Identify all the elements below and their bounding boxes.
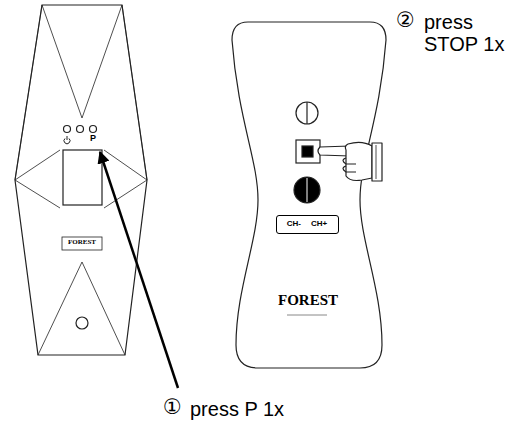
receiver-housing [15,5,147,355]
program-button [90,126,97,133]
hand-palm [345,142,372,180]
facet-line [38,262,125,355]
open-button-mark [306,102,307,124]
logo-plate [62,237,102,250]
hand-cuff-line [376,145,377,179]
instruction-text: press STOP 1x [424,11,514,55]
power-symbol [67,136,68,140]
stop-button [296,140,320,163]
hand-fingers [343,158,356,172]
led [77,126,84,133]
open-button [296,102,318,124]
callout-number: ② [396,9,415,32]
channel-label: CH- [287,220,301,229]
brand-logo: FOREST [278,292,338,309]
close-button [294,177,320,203]
button-letter: P [90,134,96,144]
receiver-window [63,150,102,205]
led [64,126,71,133]
screw-hole [76,317,88,329]
logo-subline [287,315,327,316]
hand-cuff [372,143,382,181]
receiver-unit [15,5,147,355]
callout-arrow [100,152,178,388]
channel-button: CH- CH+ [276,215,339,234]
callout-number: ① [163,396,182,419]
brand-logo: FOREST [68,239,96,247]
facet-line [15,150,147,208]
channel-label: CH+ [311,220,327,229]
instruction-text: press P 1x [190,398,284,420]
stop-button-mark [302,146,313,157]
pointing-hand [318,142,382,181]
remote-control [232,22,386,368]
remote-housing [232,22,386,368]
facet-line [42,5,122,118]
close-button-mark [307,178,308,202]
